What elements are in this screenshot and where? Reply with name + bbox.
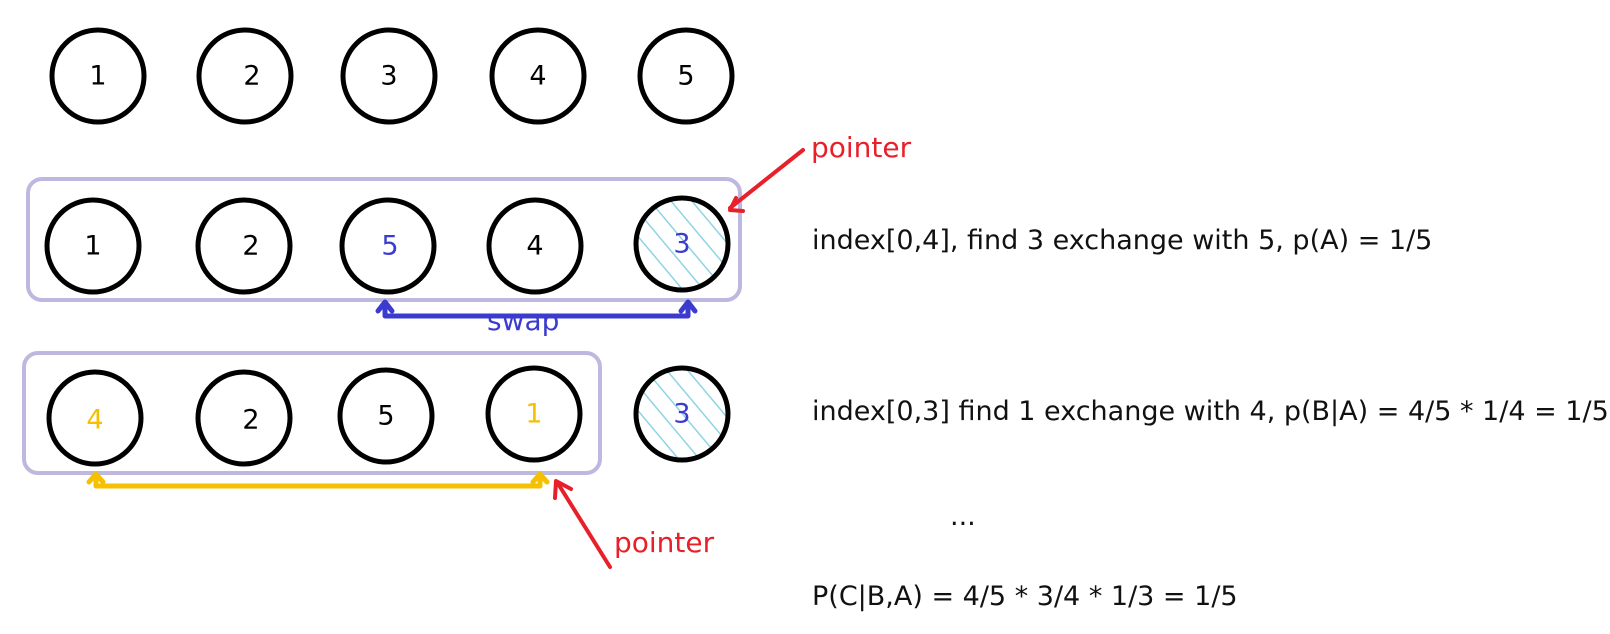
step-2-note: index[0,3] find 1 exchange with 4, p(B|A… [812,396,1609,427]
pointer-label-top: pointer [811,131,912,164]
swap-label: swap [487,304,559,337]
node-r1-1: 1 [49,27,147,125]
node-label: 3 [673,229,690,260]
ellipsis: ... [950,501,976,532]
row-initial: 1 2 3 4 5 [49,27,735,125]
node-label: 5 [677,61,694,92]
row-step-1: 1 2 5 4 3 [44,195,731,295]
node-r3-4: 1 [485,365,583,463]
node-r2-3: 5 [339,197,437,295]
node-label: 2 [243,61,260,92]
node-r1-2: 2 [196,27,294,125]
swap-arrow [375,299,698,319]
swap-arrow-yellow [86,471,550,489]
node-label: 1 [84,231,101,262]
node-r1-3: 3 [340,27,438,125]
node-label: 5 [381,231,398,262]
node-label: 4 [86,405,103,436]
node-r3-3: 5 [337,367,435,465]
node-r3-1: 4 [46,369,144,467]
row-step-2: 4 2 5 1 3 [46,365,731,467]
node-label: 2 [242,231,259,262]
pointer-arrow-bottom [553,479,612,569]
node-label: 5 [377,401,394,432]
node-r3-2: 2 [195,369,293,467]
node-r2-1: 1 [44,197,142,295]
final-formula: P(C|B,A) = 4/5 * 3/4 * 1/3 = 1/5 [812,581,1238,612]
node-label: 4 [529,61,546,92]
node-label: 3 [380,61,397,92]
node-r2-4: 4 [486,197,584,295]
node-label: 2 [242,405,259,436]
node-label: 4 [526,231,543,262]
range-frame-0-3 [22,351,602,475]
node-r1-4: 4 [489,27,587,125]
pointer-label-bottom: pointer [614,526,715,559]
pointer-arrow-top [728,148,805,213]
node-r3-5-hatched: 3 [633,365,731,463]
node-r2-2: 2 [195,197,293,295]
step-1-note: index[0,4], find 3 exchange with 5, p(A)… [812,225,1432,256]
node-r1-5: 5 [637,27,735,125]
node-label: 1 [525,399,542,430]
node-r2-5-hatched: 3 [633,195,731,293]
node-label: 3 [673,399,690,430]
node-label: 1 [89,61,106,92]
